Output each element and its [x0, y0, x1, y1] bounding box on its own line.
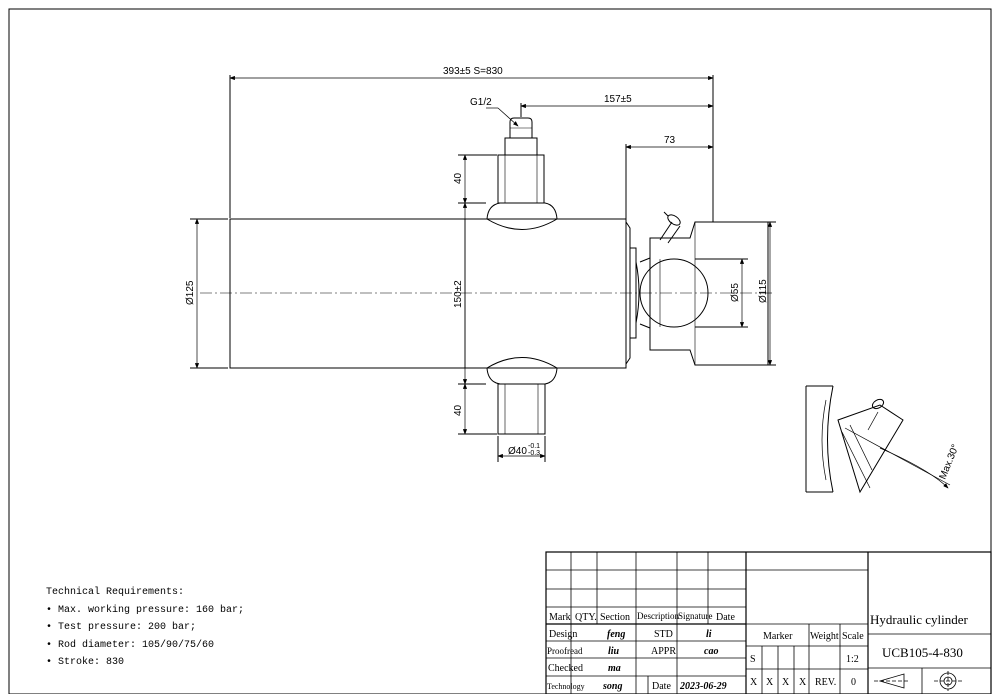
row-technology: Technology	[547, 682, 585, 691]
angle-detail-view	[805, 385, 951, 494]
dim-angle: Max.30°	[938, 443, 962, 481]
cylinder-front-view	[190, 75, 776, 462]
row-proofread: Proofread	[547, 646, 583, 656]
x-mark-1: X	[750, 677, 758, 688]
sig-technology: song	[602, 681, 622, 692]
scale-label: Scale	[842, 631, 864, 642]
requirement-item: • Rod diameter: 105/90/75/60	[46, 639, 215, 651]
bottom-trunnion	[486, 357, 558, 385]
port-fitting	[509, 117, 533, 138]
sig-checked: ma	[608, 663, 621, 674]
grease-nipple	[659, 211, 681, 244]
dim-pin-tol-upper: -0.1	[528, 443, 540, 450]
part-number: UCB105-4-830	[882, 645, 963, 660]
hdr-qty: QTY.	[575, 612, 597, 623]
row-date-value: 2023-06-29	[679, 681, 727, 692]
ball-joint	[639, 258, 709, 328]
cylinder-body	[229, 218, 627, 369]
sheet-border	[8, 8, 992, 694]
dim-overall: 393±5 S=830	[443, 66, 503, 77]
dim-to-head: 73	[664, 135, 676, 146]
row-appr: APPR	[651, 646, 676, 657]
dim-pin-dia: Ø40	[508, 446, 527, 457]
rev-value: 0	[851, 677, 856, 688]
hdr-section: Section	[600, 612, 630, 623]
dim-port: G1/2	[470, 97, 492, 108]
dim-head-dia: Ø115	[758, 279, 769, 303]
sig-proofread: liu	[608, 646, 620, 657]
sig-std: li	[706, 629, 712, 640]
dim-ball-dia: Ø55	[730, 283, 741, 302]
dim-pin-tol-lower: -0.3	[528, 450, 540, 457]
technical-requirements: Technical Requirements: • Max. working p…	[46, 584, 244, 672]
x-mark-3: X	[782, 677, 790, 688]
title-block	[545, 551, 992, 694]
dim-pin-len-top: 40	[453, 172, 464, 184]
requirement-item: • Max. working pressure: 160 bar;	[46, 604, 245, 616]
hdr-mark: Mark	[549, 612, 571, 623]
dim-to-port: 157±5	[604, 94, 632, 105]
row-std: STD	[654, 629, 673, 640]
title-block-text: Mark QTY. Section Description Signature …	[547, 611, 968, 692]
scale-value: 1:2	[846, 654, 859, 665]
sig-design: feng	[607, 629, 625, 640]
sig-appr: cao	[704, 646, 718, 657]
x-mark-4: X	[799, 677, 807, 688]
x-mark-2: X	[766, 677, 774, 688]
requirement-item: • Test pressure: 200 bar;	[46, 622, 197, 633]
hdr-date: Date	[716, 612, 735, 623]
weight-label: Weight	[810, 631, 839, 642]
row-checked: Checked	[548, 663, 583, 674]
rod-eye-head	[649, 221, 769, 366]
dim-pin-span: 150±2	[453, 280, 464, 308]
rev-label: REV.	[815, 677, 836, 688]
top-trunnion	[486, 202, 558, 230]
dim-pin-len-bottom: 40	[453, 404, 464, 416]
product-name: Hydraulic cylinder	[870, 612, 968, 627]
row-design: Design	[549, 629, 577, 640]
dimension-labels: 393±5 S=830 G1/2 157±5 73 Ø125 150±2 40 …	[185, 66, 962, 481]
hdr-description: Description	[637, 611, 679, 621]
requirement-item: • Stroke: 830	[46, 657, 125, 668]
marker-label: Marker	[763, 631, 793, 642]
hdr-signature: Signature	[678, 611, 713, 621]
row-date-label: Date	[652, 681, 671, 692]
projection-symbol-icon	[874, 671, 962, 691]
requirements-title: Technical Requirements:	[46, 587, 185, 598]
s-label: S	[750, 654, 756, 665]
dim-body-dia: Ø125	[185, 280, 196, 305]
